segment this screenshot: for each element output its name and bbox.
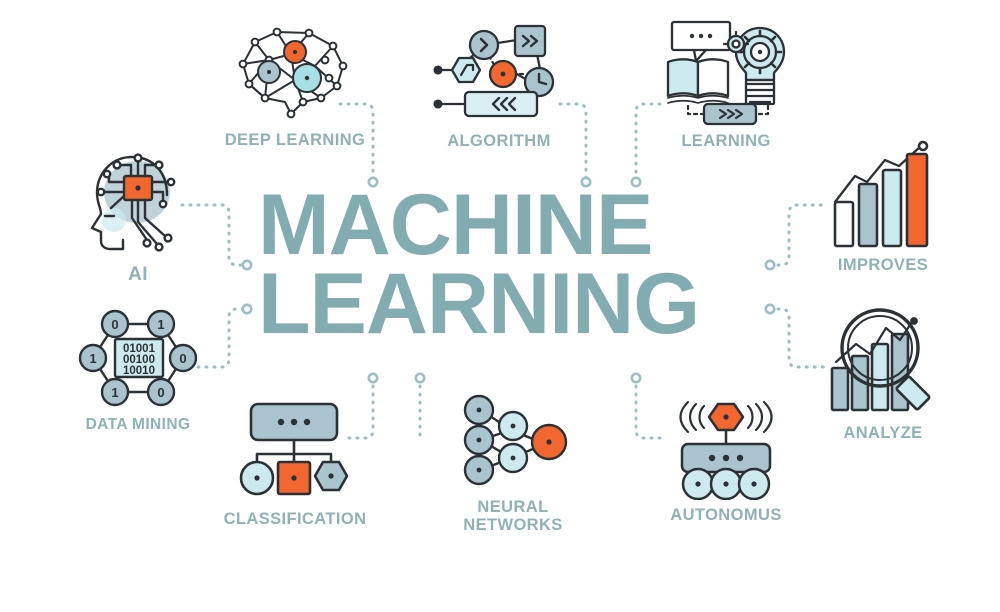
tree-shapes-icon: [239, 402, 349, 496]
node-label-neural-networks: NEURAL NETWORKS: [463, 498, 563, 535]
node-algorithm[interactable]: ALGORITHM: [418, 18, 580, 150]
node-deep-learning[interactable]: DEEP LEARNING: [212, 20, 378, 149]
svg-text:0: 0: [111, 317, 118, 332]
svg-text:1: 1: [89, 351, 96, 366]
node-label-learning: LEARNING: [681, 132, 771, 150]
node-label-data-mining: DATA MINING: [85, 416, 191, 433]
connector-dot-classification: [367, 372, 379, 384]
neural-net-icon: [463, 394, 568, 486]
node-label-deep-learning: DEEP LEARNING: [224, 131, 366, 149]
brain-network-icon: [238, 27, 348, 119]
page-title: MACHINE LEARNING: [258, 177, 700, 353]
node-improves[interactable]: IMPROVES: [806, 140, 960, 274]
rising-bar-chart-icon: [833, 140, 929, 248]
connector-dot-autonomus: [630, 372, 642, 384]
node-data-mining[interactable]: 01001 00100 10010 0 1 0 0 1 1: [64, 306, 212, 433]
connector-dot-neural-networks: [414, 372, 426, 384]
svg-text:10010: 10010: [123, 365, 155, 377]
node-neural-networks[interactable]: NEURAL NETWORKS: [432, 392, 594, 535]
magnifier-chart-icon: [830, 308, 931, 412]
svg-text:1: 1: [111, 385, 118, 400]
node-label-algorithm: ALGORITHM: [447, 132, 551, 150]
node-learning[interactable]: LEARNING: [648, 16, 804, 150]
svg-text:01001: 01001: [123, 343, 156, 355]
flowchart-icon: [433, 24, 555, 118]
node-analyze[interactable]: ANALYZE: [806, 306, 960, 442]
head-circuit-icon: [90, 153, 176, 252]
node-classification[interactable]: CLASSIFICATION: [212, 400, 378, 528]
rover-signal-icon: [679, 400, 773, 500]
connector-dot-data-mining: [241, 303, 253, 315]
connector-dot-analyze: [764, 303, 776, 315]
node-label-ai: AI: [128, 264, 148, 285]
node-label-analyze: ANALYZE: [843, 424, 923, 442]
svg-text:00100: 00100: [123, 354, 155, 366]
node-label-improves: IMPROVES: [837, 256, 929, 274]
node-ai[interactable]: AI: [72, 148, 204, 285]
node-label-classification: CLASSIFICATION: [223, 510, 367, 528]
svg-text:0: 0: [179, 351, 186, 366]
connector-dot-improves: [764, 259, 776, 271]
connector-dot-ai: [241, 259, 253, 271]
node-label-autonomus: AUTONOMUS: [670, 506, 782, 524]
node-autonomus[interactable]: AUTONOMUS: [648, 398, 804, 524]
book-lightbulb-icon: [666, 20, 786, 126]
svg-text:1: 1: [157, 317, 164, 332]
svg-text:0: 0: [157, 385, 164, 400]
binary-hexagon-icon: 01001 00100 10010 0 1 0 0 1 1: [78, 309, 198, 407]
